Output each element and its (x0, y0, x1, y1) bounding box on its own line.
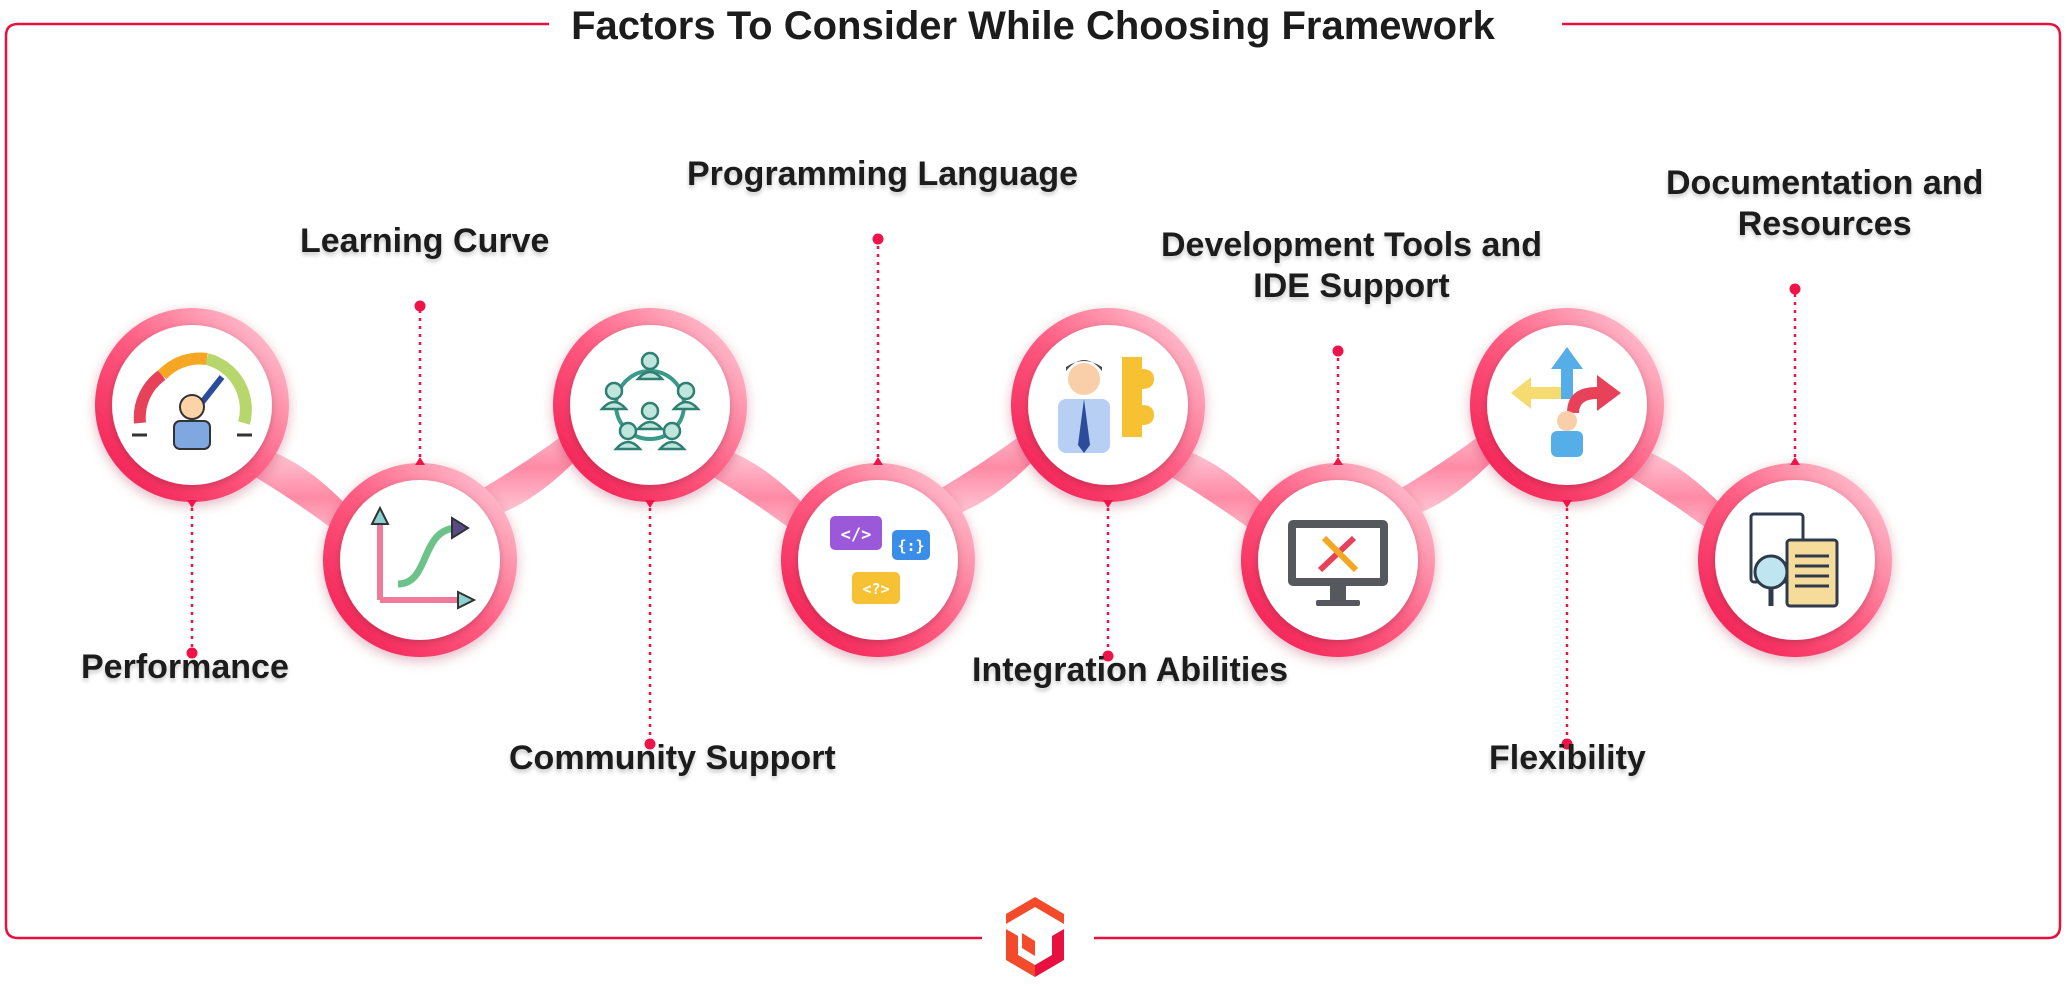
factor-node (95, 308, 289, 508)
ring-marker (1103, 500, 1113, 508)
leader-dot (644, 738, 656, 750)
monitor-tools-icon (1288, 520, 1388, 606)
factor-label: Community Support (509, 738, 836, 779)
factor-label-line: Integration Abilities (972, 651, 1289, 689)
factor-label-line: Community Support (509, 739, 836, 777)
svg-text:</>: </> (841, 525, 872, 545)
node-center (1487, 325, 1647, 485)
ring-marker (1562, 500, 1572, 508)
factor-label-line: Resources (1737, 205, 1912, 243)
factor-label-line: Programming Language (687, 155, 1079, 193)
leader-dot (414, 300, 426, 312)
speedometer-icon (132, 352, 252, 450)
factor-label-line: Development Tools and (1161, 226, 1542, 264)
leader-dot (186, 647, 198, 659)
leader-dot (1561, 738, 1573, 750)
ring-marker (1790, 457, 1800, 465)
leader-dot (1789, 283, 1801, 295)
growth-curve-icon (370, 505, 477, 610)
documents-search-icon (1749, 512, 1839, 608)
factor-node (553, 308, 747, 508)
node-center (798, 480, 958, 640)
factor-label-line: Flexibility (1489, 739, 1646, 777)
factor-label: Integration Abilities (972, 650, 1288, 691)
page-title: Factors To Consider While Choosing Frame… (549, 2, 1517, 50)
code-bubbles-icon: </> {:} <?> (830, 516, 930, 604)
ring-marker (645, 500, 655, 508)
factor-label: Programming Language (687, 154, 1078, 195)
factor-label: Performance (81, 647, 289, 688)
factor-label-line: Learning Curve (300, 222, 550, 260)
ring-marker (415, 457, 425, 465)
factor-label-line: IDE Support (1253, 267, 1450, 305)
businessman-puzzle-icon (1058, 357, 1154, 453)
factor-node (323, 457, 517, 657)
node-center (340, 480, 500, 640)
ring-marker (873, 457, 883, 465)
svg-text:{:}: {:} (897, 537, 924, 555)
community-network-icon (599, 351, 701, 451)
ring-marker (1333, 457, 1343, 465)
factor-node (1011, 308, 1205, 508)
factor-node (1470, 308, 1664, 508)
leader-dot (1102, 650, 1114, 662)
factor-node (1698, 457, 1892, 657)
factor-label-line: Documentation and (1666, 164, 1984, 202)
factor-node: </> {:} <?> (781, 457, 975, 657)
svg-text:<?>: <?> (862, 580, 889, 598)
factor-node (1241, 457, 1435, 657)
leader-dot (1332, 345, 1344, 357)
ring-marker (187, 500, 197, 508)
factor-label: Flexibility (1489, 738, 1646, 779)
factor-label: Learning Curve (300, 221, 549, 262)
brand-cube-logo (1006, 897, 1064, 977)
direction-arrows-icon (1511, 347, 1621, 457)
factor-label-line: Performance (81, 648, 289, 686)
leader-dot (872, 233, 884, 245)
